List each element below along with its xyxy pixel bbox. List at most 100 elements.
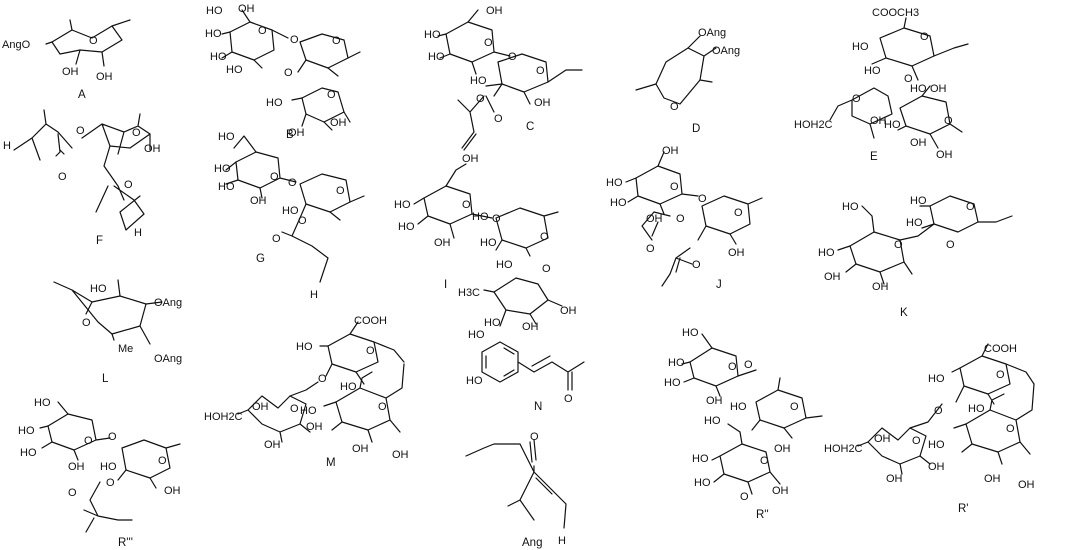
label: COOCH3 [872,7,919,19]
label: O [336,185,345,197]
label: OH [874,433,891,445]
label: OH [306,421,323,433]
label: O [894,239,903,251]
label: O [542,263,551,275]
label: HO [282,205,299,217]
label: HO [818,247,835,259]
label: OH [1018,479,1035,491]
label: O [318,373,327,385]
structure-i: OH HO HO O OH O HO HO O HO O H3C HO OH O… [394,153,577,333]
label: O [82,317,91,329]
label: OAng [698,27,726,39]
label: HO [730,401,747,413]
label: O [327,89,336,101]
label: HO [906,217,923,229]
label: O [728,361,737,373]
label: O [692,259,701,271]
caption-r-prime: R' [958,503,969,515]
label: HO [218,131,235,143]
label: O [944,115,953,127]
label: HO [928,439,945,451]
label: COOH [354,315,387,327]
label: OH [928,461,945,473]
structure-k: HO O HO O O HO HO OH OH K [818,195,1013,319]
label: OH [728,247,745,259]
label: HO [34,397,51,409]
caption-l: L [102,373,109,385]
label: O [106,477,115,489]
label: O [536,65,545,77]
label: OH [872,281,889,293]
label: O [366,345,375,357]
structure-n: HO HO O N [466,329,585,413]
caption-m: M [326,457,336,469]
label: Me [118,343,133,355]
label: OH [144,143,161,155]
label: OH [706,395,723,407]
label: O [158,455,167,467]
label: HO [226,64,243,76]
label: HO [910,83,927,95]
label: OH [164,485,181,497]
structure-ang: O H Ang [465,431,567,549]
label: OH [62,66,79,78]
label: HO [205,28,222,40]
label: H [558,535,566,547]
label: O [966,201,975,213]
label: OH [330,117,347,129]
label: HO [610,197,627,209]
structure-m: COOH HO O O HOH2C OH O HO HO OH OH O OH … [204,315,409,469]
label: HO [704,415,721,427]
label: O [76,125,85,137]
label: HO [842,201,859,213]
label: O [258,25,267,37]
label: OH [662,145,679,157]
label: OAng [712,45,740,57]
label: OH [288,127,305,139]
caption-g: G [256,253,265,265]
label: HO [682,327,699,339]
caption-e: E [870,151,878,163]
label: O [132,127,141,139]
label: OH [434,237,451,249]
label: O [288,177,297,189]
structure-d: OAng OAng O D [635,27,740,135]
label: HO [296,341,313,353]
caption-c: C [526,121,534,133]
label: O [494,113,503,125]
label: HO [910,195,927,207]
label: OH [646,213,663,225]
label: H [134,227,142,239]
label: O [670,181,679,193]
label: OH [910,137,927,149]
caption-k: K [900,307,908,319]
label: HO [90,283,107,295]
label: HO [206,5,223,17]
label: HOH2C [824,443,863,455]
label: HO [394,199,411,211]
label: OH [774,443,791,455]
label: AngO [2,39,31,51]
label: OH [252,401,269,413]
structure-a: AngO O OH OH A [2,19,131,101]
structure-l: HO OAng O Me OAng L [53,279,182,385]
label: HO [864,65,881,77]
label: HO [100,461,117,473]
label: OH [534,97,551,109]
label: COOH [984,343,1017,355]
label: OH [352,443,369,455]
label: HO [468,329,485,341]
label: O [508,51,517,63]
label: OH [238,3,255,15]
label: O [740,491,749,503]
label: O [540,231,549,243]
label: H [310,289,318,301]
label: OH [560,305,577,317]
label: OH [886,473,903,485]
label: OH [462,153,479,165]
label: HO [214,163,231,175]
label: O [734,207,743,219]
label: HO [20,447,37,459]
label: OH [824,271,841,283]
